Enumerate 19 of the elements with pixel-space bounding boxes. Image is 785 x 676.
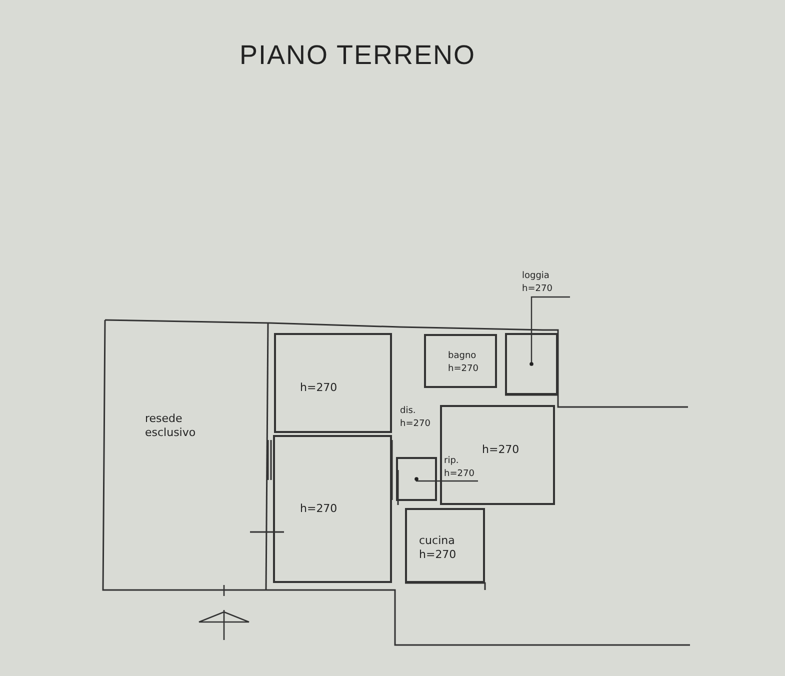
room	[273, 435, 392, 583]
room-label: cucina h=270	[419, 534, 458, 562]
room-label: dis. h=270	[400, 405, 432, 431]
room-label: h=270	[482, 443, 520, 457]
room-label: h=270	[300, 502, 338, 516]
kitchen	[405, 508, 485, 583]
leader-line	[530, 296, 570, 366]
bathroom	[424, 334, 497, 388]
room-label: resede esclusivo	[145, 412, 197, 440]
room-label: h=270	[300, 381, 338, 395]
room	[440, 405, 555, 505]
leader-line	[414, 477, 478, 482]
room	[274, 333, 392, 433]
loggia-room	[505, 333, 558, 395]
room-label: loggia h=270	[522, 270, 554, 296]
room-label: bagno h=270	[448, 350, 480, 376]
storage-room	[396, 457, 437, 501]
plan-title: PIANO TERRENO	[239, 40, 476, 70]
room-label: rip. h=270	[444, 455, 476, 481]
